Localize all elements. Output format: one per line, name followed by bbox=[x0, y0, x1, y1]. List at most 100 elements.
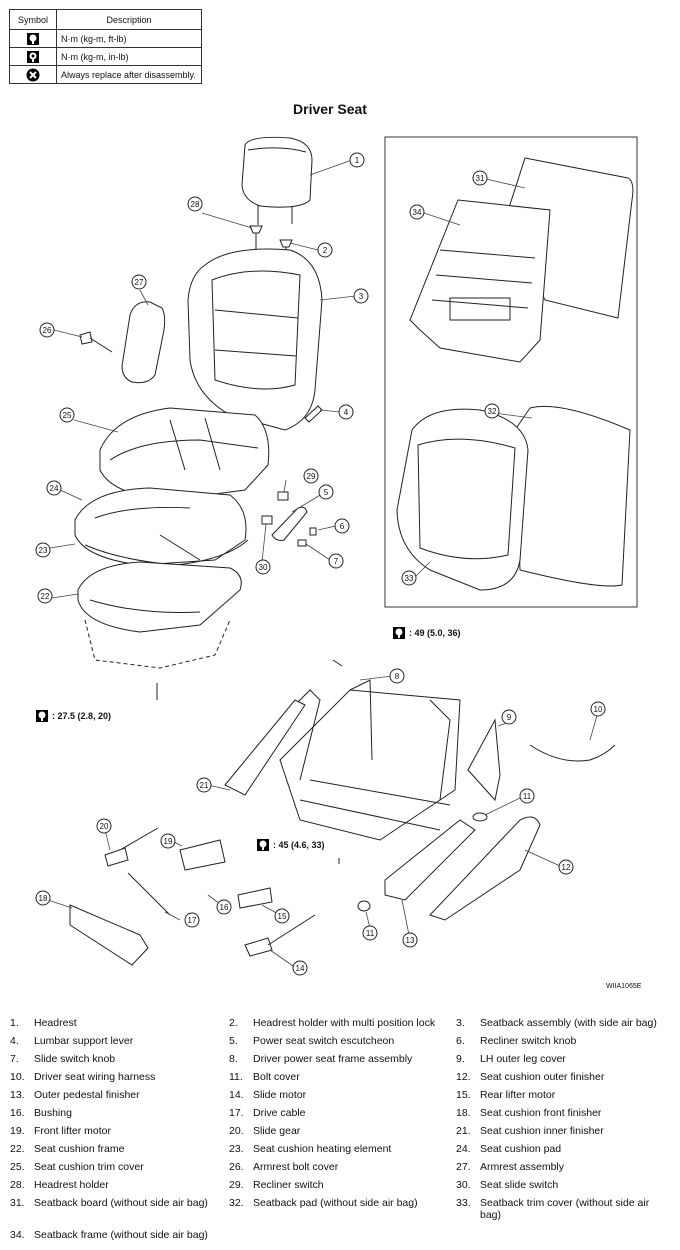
seatback-inset-frame bbox=[384, 136, 638, 608]
callout-31: 31 bbox=[476, 174, 485, 183]
callout-2: 2 bbox=[323, 246, 328, 255]
part-number: 18. bbox=[456, 1107, 471, 1119]
part-name: Recliner switch bbox=[253, 1179, 324, 1191]
part-name: Seat cushion trim cover bbox=[34, 1161, 144, 1173]
part-name: Bolt cover bbox=[253, 1071, 300, 1083]
part-name: Bushing bbox=[34, 1107, 72, 1119]
torque-wrench-icon bbox=[393, 627, 405, 639]
parts-list-item: 19.Front lifter motor bbox=[10, 1125, 224, 1137]
part-name: Driver power seat frame assembly bbox=[253, 1053, 413, 1065]
cushion-pad-part bbox=[74, 487, 249, 566]
callout-16: 16 bbox=[220, 903, 229, 912]
part-name: Headrest holder with multi position lock bbox=[253, 1017, 436, 1029]
bolt-cover-part-2 bbox=[357, 900, 371, 912]
part-name: Rear lifter motor bbox=[480, 1089, 556, 1101]
part-name: Seat slide switch bbox=[480, 1179, 559, 1191]
part-number: 11. bbox=[229, 1071, 243, 1083]
callout-12: 12 bbox=[562, 863, 571, 872]
part-name: Recliner switch knob bbox=[480, 1035, 577, 1047]
part-number: 34. bbox=[10, 1229, 25, 1241]
callout-19: 19 bbox=[164, 837, 173, 846]
parts-list-item: 14. Slide motor bbox=[229, 1089, 443, 1101]
part-name: Armrest bolt cover bbox=[253, 1161, 339, 1173]
callout-32: 32 bbox=[488, 407, 497, 416]
part-number: 12. bbox=[456, 1071, 471, 1083]
parts-list-item: 26.Armrest bolt cover bbox=[229, 1161, 443, 1173]
part-number: 32. bbox=[229, 1197, 244, 1209]
part-name: Slide motor bbox=[253, 1089, 307, 1101]
part-name: Front lifter motor bbox=[34, 1125, 112, 1137]
torque-spec-27-5: : 27.5 (2.8, 20) bbox=[35, 709, 111, 723]
part-name: Seatback assembly (with side air bag) bbox=[480, 1017, 657, 1029]
front-finisher-part bbox=[69, 904, 149, 966]
callout-3: 3 bbox=[359, 292, 364, 301]
callout-28: 28 bbox=[191, 200, 200, 209]
legend-header-symbol: Symbol bbox=[9, 9, 57, 30]
parts-list-item: 11. Bolt cover bbox=[229, 1071, 443, 1083]
torque-value: : 49 (5.0, 36) bbox=[409, 628, 461, 638]
parts-list-item: 21.Seat cushion inner finisher bbox=[456, 1125, 670, 1137]
parts-list-item: 12.Seat cushion outer finisher bbox=[456, 1071, 670, 1083]
part-number: 1. bbox=[10, 1017, 19, 1029]
figure-id: WIIA1065E bbox=[606, 983, 642, 990]
callout-21: 21 bbox=[200, 781, 209, 790]
part-name: Slide gear bbox=[253, 1125, 301, 1137]
callout-10: 10 bbox=[594, 705, 603, 714]
torque-wrench-icon bbox=[27, 32, 39, 45]
armrest-part bbox=[121, 301, 166, 384]
parts-list-item: 34.Seatback frame (without side air bag) bbox=[10, 1229, 224, 1241]
part-name: Slide switch knob bbox=[34, 1053, 116, 1065]
part-number: 3. bbox=[456, 1017, 465, 1029]
callout-17: 17 bbox=[188, 916, 197, 925]
parts-list-item: 3. Seatback assembly (with side air bag) bbox=[456, 1017, 670, 1029]
callout-24: 24 bbox=[50, 484, 59, 493]
diagram-title: Driver Seat bbox=[293, 101, 367, 117]
bolts bbox=[156, 659, 343, 864]
part-name: Seat cushion heating element bbox=[253, 1143, 392, 1155]
part-number: 8. bbox=[229, 1053, 238, 1065]
part-number: 27. bbox=[456, 1161, 471, 1173]
exploded-seat-diagram: 1 2 3 4 5 6 7 8 9 10 11 12 13 14 15 16 1… bbox=[35, 136, 638, 976]
torque-wrench-small-icon bbox=[27, 50, 39, 63]
parts-list-item: 33.Seatback trim cover (without side air… bbox=[456, 1197, 670, 1221]
parts-list-item: 30.Seat slide switch bbox=[456, 1179, 670, 1191]
part-number: 2. bbox=[229, 1017, 238, 1029]
legend-desc-3: Always replace after disassembly. bbox=[56, 65, 202, 84]
part-name: Headrest holder bbox=[34, 1179, 109, 1191]
part-number: 17. bbox=[229, 1107, 244, 1119]
part-number: 10. bbox=[10, 1071, 25, 1083]
part-number: 14. bbox=[229, 1089, 244, 1101]
callout-8: 8 bbox=[395, 672, 400, 681]
part-name: Headrest bbox=[34, 1017, 77, 1029]
part-number: 29. bbox=[229, 1179, 244, 1191]
callout-11b: 11 bbox=[366, 929, 375, 938]
callout-7: 7 bbox=[334, 557, 339, 566]
parts-list-item: 9.LH outer leg cover bbox=[456, 1053, 670, 1065]
seatback-pad-part bbox=[514, 405, 631, 587]
cushion-frame-part bbox=[77, 561, 242, 669]
callout-34: 34 bbox=[413, 208, 422, 217]
part-name: Drive cable bbox=[253, 1107, 306, 1119]
part-number: 20. bbox=[229, 1125, 244, 1137]
part-name: LH outer leg cover bbox=[480, 1053, 566, 1065]
torque-spec-45: : 45 (4.6, 33) bbox=[256, 838, 325, 852]
leg-cover-part bbox=[467, 718, 501, 802]
headrest-part bbox=[241, 136, 313, 225]
callout-25: 25 bbox=[63, 411, 72, 420]
callout-18: 18 bbox=[39, 894, 48, 903]
part-name: Seatback board (without side air bag) bbox=[34, 1197, 208, 1209]
torque-value: : 45 (4.6, 33) bbox=[273, 840, 325, 850]
part-name: Seat cushion pad bbox=[480, 1143, 562, 1155]
part-name: Lumbar support lever bbox=[34, 1035, 134, 1047]
leader-lines bbox=[41, 159, 599, 969]
parts-list-item: 24.Seat cushion pad bbox=[456, 1143, 670, 1155]
parts-list-item: 16. Bushing bbox=[10, 1107, 224, 1119]
parts-list-item: 23.Seat cushion heating element bbox=[229, 1143, 443, 1155]
inner-finisher-part bbox=[224, 699, 306, 796]
outer-finisher-part bbox=[429, 816, 541, 921]
torque-wrench-icon bbox=[36, 710, 48, 722]
parts-list-item: 31.Seatback board (without side air bag) bbox=[10, 1197, 224, 1209]
part-number: 22. bbox=[10, 1143, 25, 1155]
callout-13: 13 bbox=[406, 936, 415, 945]
part-number: 16. bbox=[10, 1107, 25, 1119]
